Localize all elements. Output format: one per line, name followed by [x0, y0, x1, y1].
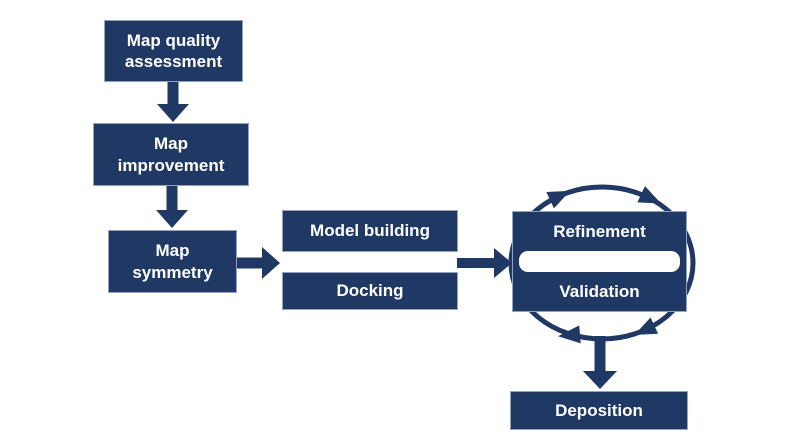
node-refinement-validation-block: Refinement Validation	[512, 211, 687, 312]
node-refinement: Refinement	[553, 221, 646, 241]
arrow-map-quality-to-map-improvement	[157, 81, 189, 122]
node-map-quality-assessment: Map quality assessment	[104, 20, 243, 82]
arrow-map-symmetry-to-model-building	[236, 247, 280, 279]
cycle-arrowhead-top-right	[637, 186, 662, 204]
node-model-building: Model building	[282, 210, 458, 252]
node-deposition: Deposition	[510, 391, 688, 430]
cycle-gap-band	[519, 251, 680, 272]
arrow-cycle-to-deposition	[583, 336, 617, 389]
arrow-model-building-to-refinement	[457, 248, 512, 278]
node-map-improvement: Map improvement	[93, 123, 249, 186]
arrow-map-improvement-to-map-symmetry	[156, 185, 188, 228]
node-validation: Validation	[559, 281, 640, 301]
cycle-arrowhead-bottom-right	[634, 317, 659, 335]
cycle-arrowhead-bottom-left	[558, 325, 581, 344]
node-map-symmetry: Map symmetry	[108, 230, 237, 293]
node-docking: Docking	[282, 272, 458, 310]
cycle-arrowhead-top-left	[546, 190, 571, 209]
